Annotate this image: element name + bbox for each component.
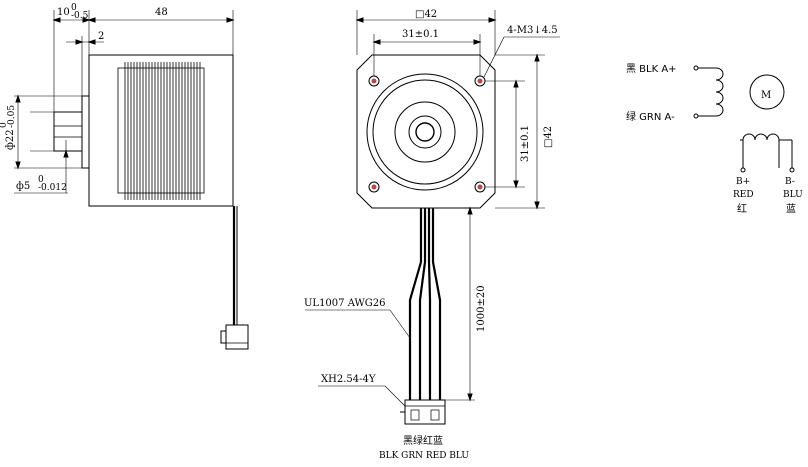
- dim-48: 48: [155, 7, 168, 18]
- dim-2: 2: [98, 31, 104, 42]
- pilot-outer: [366, 73, 484, 191]
- wiring-schematic: [693, 65, 795, 173]
- schematic-a-plus: 黑 BLK A+: [626, 63, 677, 75]
- connector-side: [225, 324, 249, 350]
- schematic-b-minus: B-: [785, 177, 795, 187]
- shaft: [53, 111, 83, 152]
- label-connector: XH2.54-4Y: [321, 374, 376, 385]
- dim-cable-length: 1000±20: [476, 285, 487, 332]
- cable-bundle: [408, 208, 442, 400]
- schematic-motor-m: M: [761, 90, 771, 101]
- schematic-b-minus-cn: 蓝: [786, 203, 796, 215]
- label-wire-spec: UL1007 AWG26: [304, 298, 386, 309]
- wire-colors-cn: 黑绿红蓝: [403, 434, 443, 447]
- dim-phi22-tol-lower: -0.05: [7, 105, 17, 128]
- boss: [81, 95, 90, 169]
- coil-b: [742, 133, 780, 141]
- cooling-fins: [117, 62, 205, 200]
- dim-phi5-tol-lower: -0.012: [38, 183, 67, 193]
- side-view: [14, 10, 249, 350]
- connector-front: [400, 399, 446, 425]
- dim-31-top: 31±0.1: [402, 29, 439, 40]
- shaft-front: [408, 115, 442, 149]
- coil-a: [715, 67, 724, 117]
- dim-10-tol-upper: 0: [71, 3, 77, 13]
- dim-phi5-tol-upper: 0: [38, 175, 44, 185]
- mounting-holes: [368, 75, 486, 193]
- dim-square42-top: □42: [415, 9, 437, 20]
- pilot-ring: [394, 101, 456, 163]
- dim-phi22: ф22: [5, 129, 16, 150]
- schematic-b-plus: B+: [736, 177, 750, 187]
- schematic-b-minus-color: BLU: [783, 190, 803, 200]
- dim-10: 10: [57, 7, 70, 18]
- dim-holes: 4-M3↓4.5: [507, 25, 558, 36]
- front-view: [355, 10, 560, 402]
- wire-colors-en: BLK GRN RED BLU: [379, 451, 469, 461]
- dim-phi5: ф5: [16, 181, 30, 192]
- motor-flange: [356, 54, 496, 209]
- dim-10-tol-lower: -0.5: [71, 11, 89, 21]
- dim-phi22-tol-upper: 0: [0, 122, 9, 128]
- schematic-b-plus-color: RED: [733, 190, 754, 200]
- dim-square42-right: □42: [543, 126, 554, 148]
- schematic-b-plus-cn: 红: [737, 202, 747, 215]
- motor-symbol: [749, 74, 785, 110]
- schematic-a-minus: 绿 GRN A-: [626, 110, 675, 123]
- dim-31-right: 31±0.1: [520, 125, 531, 162]
